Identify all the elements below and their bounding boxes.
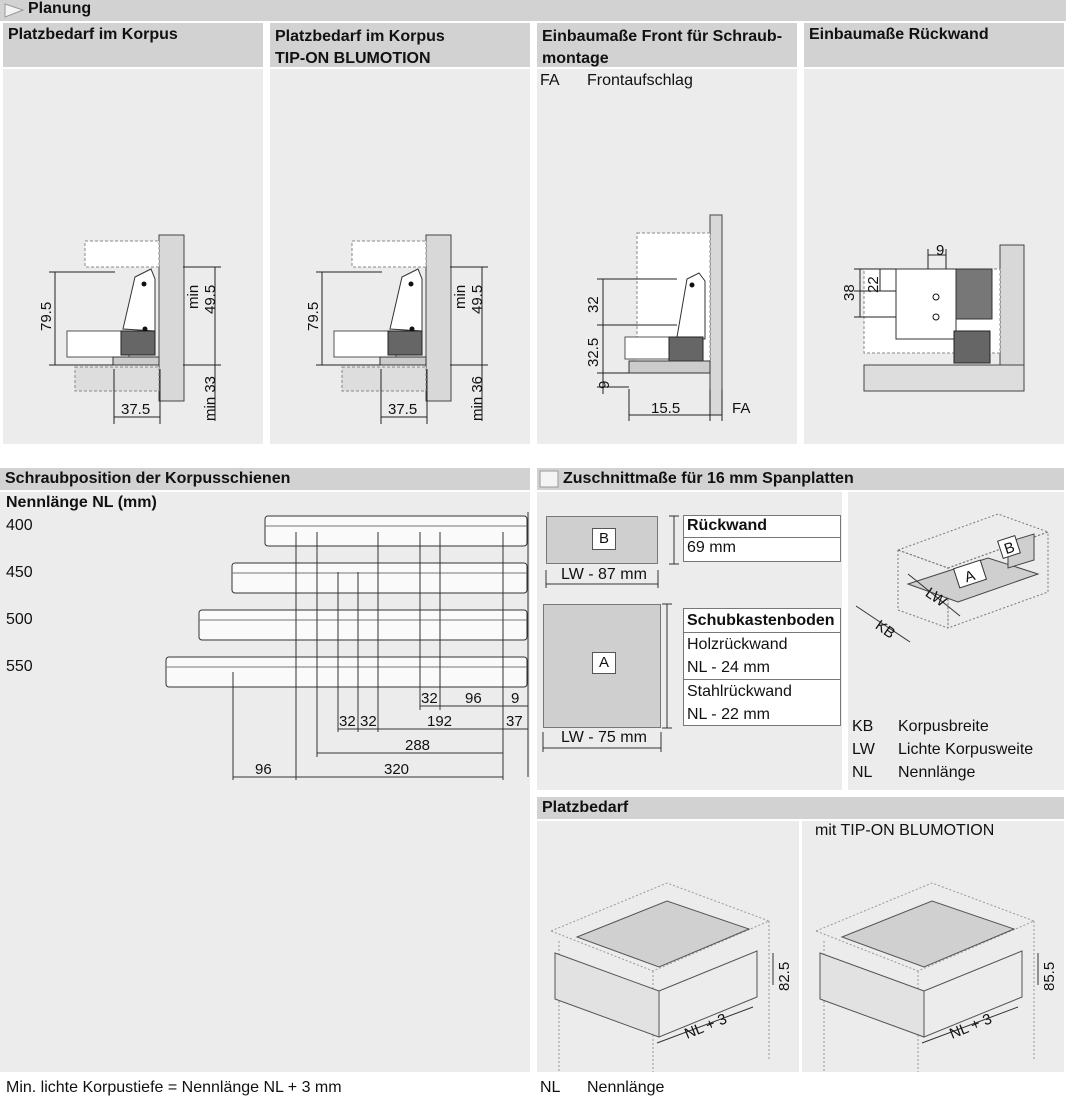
- cut-section-header: Zuschnittmaße für 16 mm Spanplatten: [537, 468, 1064, 490]
- dim-3-a: 32: [585, 296, 602, 313]
- dim-2-height: 79.5: [305, 302, 322, 331]
- front-legend-text: Frontaufschlag: [587, 72, 693, 89]
- screw-subtitle: Nennlänge NL (mm): [6, 494, 157, 511]
- screw-title: Schraubposition der Korpusschienen: [5, 470, 291, 487]
- panel-a-label-box: A: [592, 652, 616, 674]
- dim-4-b: 22: [865, 276, 882, 293]
- dim-1-width: 37.5: [121, 401, 150, 418]
- length-550: 550: [6, 658, 33, 675]
- column-header-2: Platzbedarf im Korpus TIP-ON BLUMOTION: [270, 23, 530, 67]
- column-1-title: Platzbedarf im Korpus: [8, 26, 178, 43]
- column-header-1: Platzbedarf im Korpus: [3, 23, 263, 67]
- stahl-label: Stahlrückwand: [687, 683, 792, 700]
- platz-section-header: Platzbedarf: [537, 797, 1064, 819]
- stahl-value: NL - 22 mm: [687, 706, 770, 723]
- legend-lw-abbr: LW: [852, 741, 875, 758]
- screw-section-header: Schraubposition der Korpusschienen: [0, 468, 530, 490]
- length-450: 450: [6, 564, 33, 581]
- legend-lw-text: Lichte Korpusweite: [898, 741, 1034, 758]
- dim-3-d: 15.5: [651, 400, 680, 417]
- legend-nl-text: Nennlänge: [898, 764, 976, 781]
- dim-1-height: 79.5: [38, 302, 55, 331]
- length-400: 400: [6, 517, 33, 534]
- column-2-title: Platzbedarf im Korpus: [275, 28, 445, 45]
- screw-dim-96b: 96: [255, 761, 272, 778]
- iso-label-kb: KB: [872, 617, 898, 642]
- dim-1-min-top-a: min: [185, 285, 202, 309]
- legend-kb-text: Korpusbreite: [898, 718, 989, 735]
- section-header-planung: Planung: [0, 0, 1066, 21]
- drawing-front: 32 32.5 9 15.5 FA: [585, 214, 750, 421]
- holz-value: NL - 24 mm: [684, 656, 840, 680]
- iso-label-b: B: [1002, 539, 1017, 558]
- column-3-title: Einbaumaße Front für Schraub-: [542, 28, 783, 45]
- boden-table: Schubkastenboden Holzrückwand NL - 24 mm…: [683, 608, 841, 726]
- column-3-subtitle: montage: [542, 50, 609, 67]
- platz-tipon-label: mit TIP-ON BLUMOTION: [815, 822, 995, 839]
- dim-2-width: 37.5: [388, 401, 417, 418]
- platz-drawing-left: 82.5 NL + 3: [549, 882, 793, 1072]
- drawing-rueckwand: 9 22 38: [841, 242, 1025, 392]
- drawing-korpus: 79.5 min 49.5 min 33 37.5: [38, 234, 221, 424]
- planung-marker-icon: [4, 3, 25, 18]
- platz-height-right: 85.5: [1041, 962, 1058, 991]
- screw-dim-32b: 32: [339, 713, 356, 730]
- dim-1-min-bottom: min 33: [202, 376, 219, 421]
- front-legend-abbr: FA: [540, 72, 560, 89]
- footer-nl-abbr: NL: [540, 1079, 561, 1096]
- screw-dim-32c: 32: [360, 713, 377, 730]
- dim-4-a: 9: [936, 242, 944, 259]
- screw-dim-288: 288: [405, 737, 430, 754]
- platz-title: Platzbedarf: [542, 799, 629, 816]
- screw-dim-32a: 32: [421, 690, 438, 707]
- drawing-korpus-tipon: 79.5 min 49.5 min 36 37.5: [305, 234, 488, 424]
- legend-nl-abbr: NL: [852, 764, 873, 781]
- screw-dim-9: 9: [511, 690, 519, 707]
- panel-b-width: LW - 87 mm: [561, 566, 647, 583]
- column-4-title: Einbaumaße Rückwand: [809, 26, 989, 43]
- rueckwand-header: Rückwand: [684, 516, 840, 538]
- panel-b-label-box: B: [592, 528, 616, 550]
- dim-3-fa: FA: [732, 400, 750, 417]
- length-500: 500: [6, 611, 33, 628]
- footer-left-note: Min. lichte Korpustiefe = Nennlänge NL +…: [6, 1079, 342, 1096]
- iso-drawer-drawing: A B LW KB: [855, 513, 1050, 642]
- dim-4-c: 38: [841, 284, 858, 301]
- dim-2-min-bottom: min 36: [469, 376, 486, 421]
- screw-dim-320: 320: [384, 761, 409, 778]
- dim-1-min-top-b: 49.5: [202, 285, 219, 314]
- panel-a-width: LW - 75 mm: [561, 729, 647, 746]
- section-title: Planung: [28, 0, 92, 17]
- screw-dim-192: 192: [427, 713, 452, 730]
- footer-nl-text: Nennlänge: [587, 1079, 665, 1096]
- platz-height-left: 82.5: [776, 962, 793, 991]
- screw-rails-drawing: 32 96 9 32 32 192 37 288 96 320: [165, 512, 529, 780]
- iso-label-a: A: [962, 567, 977, 586]
- platz-drawing-right: 85.5 NL + 3: [814, 882, 1058, 1072]
- legend-kb-abbr: KB: [852, 718, 874, 735]
- screw-dim-96a: 96: [465, 690, 482, 707]
- cut-marker-icon: [539, 470, 559, 488]
- rueckwand-value: 69 mm: [687, 539, 736, 556]
- column-header-3: Einbaumaße Front für Schraub- montage: [537, 23, 797, 67]
- cut-title: Zuschnittmaße für 16 mm Spanplatten: [563, 470, 854, 487]
- column-2-subtitle: TIP-ON BLUMOTION: [275, 50, 431, 67]
- dim-2-min-top-a: min: [452, 285, 469, 309]
- column-header-4: Einbaumaße Rückwand: [804, 23, 1064, 67]
- cut-dimension-lines: [542, 515, 679, 752]
- dim-3-c: 9: [596, 381, 613, 389]
- dim-3-b: 32.5: [585, 338, 602, 367]
- boden-header: Schubkastenboden: [684, 609, 840, 633]
- dim-2-min-top-b: 49.5: [469, 285, 486, 314]
- holz-label: Holzrückwand: [687, 636, 788, 653]
- screw-dim-37: 37: [506, 713, 523, 730]
- rueckwand-table: Rückwand 69 mm: [683, 515, 841, 562]
